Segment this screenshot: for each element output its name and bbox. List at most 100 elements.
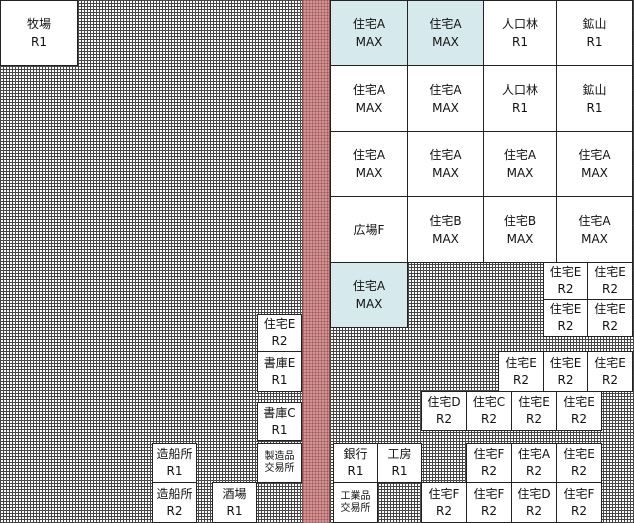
grid-line	[60, 0, 61, 523]
building-level: R1	[31, 35, 47, 49]
building-name: 住宅E	[594, 265, 626, 279]
building-name: 住宅A	[352, 148, 386, 162]
building-level: R1	[347, 464, 364, 478]
building-name: 住宅A	[429, 148, 462, 162]
building-name: 住宅E	[549, 265, 582, 279]
building-name: 住宅A	[429, 82, 462, 97]
building-level: R1	[166, 464, 183, 478]
building-level: R1	[586, 35, 603, 49]
building-name: 住宅A	[352, 17, 386, 31]
building-name: 住宅A	[429, 17, 462, 31]
building-level: R2	[166, 503, 183, 518]
building-name: 住宅A	[503, 148, 537, 162]
grid-line	[225, 0, 226, 523]
building-name: 住宅A	[517, 447, 551, 461]
building-level: R2	[271, 334, 288, 348]
building-level: R2	[526, 464, 542, 478]
building-level: R2	[481, 503, 497, 518]
building-name: 人口林	[501, 82, 538, 97]
building-name: 住宅D	[517, 486, 551, 501]
building-level: R1	[512, 100, 528, 115]
building-name: 住宅E	[563, 447, 595, 461]
trading-post-tile[interactable]: 工業品交易所	[333, 482, 378, 523]
grid-line	[75, 0, 76, 523]
house-e-tile[interactable]: 住宅E R2	[587, 299, 633, 337]
building-level: R2	[602, 282, 618, 296]
building-level: MAX	[581, 231, 608, 246]
building-level: R2	[436, 503, 452, 518]
house-e-tile[interactable]: 住宅E R2	[587, 262, 633, 300]
grid-line	[255, 0, 256, 523]
grid-line	[285, 0, 286, 523]
building-level: R2	[557, 372, 574, 387]
grid-line	[150, 0, 151, 523]
road-column	[302, 0, 330, 523]
building-level: MAX	[506, 231, 534, 246]
building-level: R2	[602, 319, 618, 333]
house-a-tile[interactable]: 住宅A R2	[511, 443, 557, 483]
shipyard-tile[interactable]: 造船所 R2	[152, 482, 197, 523]
forest-tile[interactable]: 人口林 R1	[483, 65, 557, 132]
building-level: R2	[571, 412, 587, 426]
building-level: R1	[512, 35, 528, 49]
building-name: 銀行	[343, 447, 368, 461]
building-level: R2	[481, 464, 497, 478]
grid-line	[210, 0, 211, 523]
building-level: R2	[526, 412, 542, 426]
trading-post-tile[interactable]: 製造品交易所	[257, 443, 302, 483]
grid-line	[120, 0, 121, 523]
house-e-tile[interactable]: 住宅E R2	[257, 314, 302, 352]
bank-tile[interactable]: 銀行 R1	[333, 443, 378, 483]
building-name: 造船所	[156, 486, 193, 501]
house-a-tile[interactable]: 住宅A MAX	[330, 65, 408, 132]
building-level: MAX	[355, 100, 383, 115]
building-name: 住宅E	[594, 302, 626, 316]
building-name: 住宅A	[352, 82, 386, 97]
building-name: 住宅E	[263, 317, 296, 331]
building-name: 鉱山	[582, 82, 607, 97]
building-level: MAX	[432, 231, 459, 246]
building-name: 住宅D	[427, 395, 461, 409]
building-level: R2	[571, 503, 587, 518]
building-level: R2	[481, 412, 497, 426]
building-level: R2	[557, 319, 574, 333]
plaza-tile[interactable]: 広場F	[330, 196, 408, 263]
building-name: 酒場	[222, 486, 247, 501]
grid-line	[45, 0, 46, 523]
